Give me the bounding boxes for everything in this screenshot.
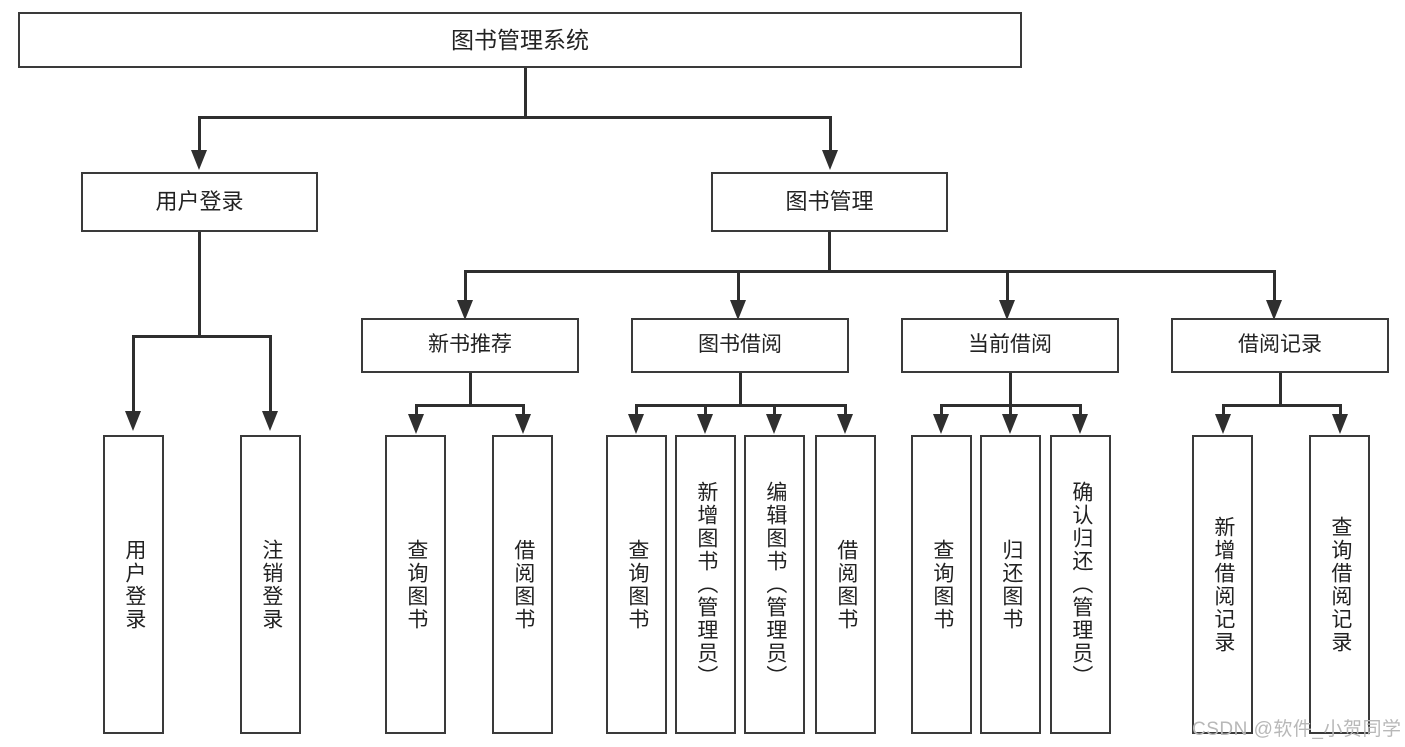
leaf-label: 编辑图书（管理员）	[763, 481, 787, 688]
leaf-label: 查询借阅记录	[1328, 515, 1352, 654]
arrow-user-login-to-leaf-2	[262, 411, 278, 431]
leaf-borrow-book[interactable]: 借阅图书	[815, 435, 876, 734]
leaf-user-login[interactable]: 用户登录	[103, 435, 164, 734]
leaf-query-book-borrow[interactable]: 查询图书	[606, 435, 667, 734]
arrow-borrow-record-to-leaf-1	[1215, 414, 1231, 434]
node-label: 当前借阅	[968, 333, 1052, 357]
arrow-bm-to-book-borrow	[730, 300, 746, 320]
edge-bm-to-borrow-record	[1273, 270, 1276, 302]
arrow-new-book-to-leaf-1	[408, 414, 424, 434]
edge-bm-to-current-borrow	[1006, 270, 1009, 302]
edge-book-management-stem	[828, 232, 831, 272]
edge-user-login-stem	[198, 232, 201, 337]
leaf-return-book[interactable]: 归还图书	[980, 435, 1041, 734]
arrow-book-borrow-to-leaf-4	[837, 414, 853, 434]
edge-root-stem	[524, 68, 527, 118]
edge-root-bus	[198, 116, 832, 119]
leaf-add-borrow-record[interactable]: 新增借阅记录	[1192, 435, 1253, 734]
edge-borrow-record-to-leaf-2	[1339, 404, 1342, 419]
node-book-management[interactable]: 图书管理	[711, 172, 948, 232]
leaf-label: 借阅图书	[834, 538, 858, 631]
edge-book-borrow-to-leaf-2	[704, 404, 707, 419]
arrow-root-to-user-login	[191, 150, 207, 170]
node-label: 借阅记录	[1238, 333, 1322, 357]
edge-user-login-to-leaf-2	[269, 335, 272, 413]
edge-book-borrow-bus	[635, 404, 847, 407]
leaf-query-book-current[interactable]: 查询图书	[911, 435, 972, 734]
node-label: 图书借阅	[698, 333, 782, 357]
leaf-label: 查询图书	[625, 538, 649, 631]
edge-current-borrow-to-leaf-3	[1079, 404, 1082, 419]
leaf-logout[interactable]: 注销登录	[240, 435, 301, 734]
node-label: 图书管理	[785, 189, 874, 215]
leaf-add-book-admin[interactable]: 新增图书（管理员）	[675, 435, 736, 734]
leaf-label: 查询图书	[930, 538, 954, 631]
arrow-current-borrow-to-leaf-1	[933, 414, 949, 434]
edge-user-login-bus	[132, 335, 272, 338]
edge-new-book-bus	[415, 404, 525, 407]
arrow-root-to-book-management	[822, 150, 838, 170]
leaf-borrow-book-recommend[interactable]: 借阅图书	[492, 435, 553, 734]
node-label: 图书管理系统	[451, 26, 589, 53]
arrow-bm-to-borrow-record	[1266, 300, 1282, 320]
csdn-watermark: CSDN @软件_小贺同学	[1192, 719, 1402, 740]
edge-book-borrow-to-leaf-3	[773, 404, 776, 419]
edge-root-to-user-login	[198, 116, 201, 152]
edge-current-borrow-stem	[1009, 373, 1012, 406]
leaf-label: 归还图书	[999, 538, 1023, 631]
arrow-user-login-to-leaf-1	[125, 411, 141, 431]
node-user-login[interactable]: 用户登录	[81, 172, 318, 232]
edge-borrow-record-stem	[1279, 373, 1282, 406]
arrow-bm-to-new-book	[457, 300, 473, 320]
edge-borrow-record-bus	[1222, 404, 1342, 407]
leaf-label: 新增借阅记录	[1211, 515, 1235, 654]
leaf-query-borrow-record[interactable]: 查询借阅记录	[1309, 435, 1370, 734]
arrow-book-borrow-to-leaf-3	[766, 414, 782, 434]
edge-new-book-to-leaf-1	[415, 404, 418, 419]
arrow-borrow-record-to-leaf-2	[1332, 414, 1348, 434]
arrow-bm-to-current-borrow	[999, 300, 1015, 320]
node-label: 用户登录	[155, 189, 244, 215]
node-label: 新书推荐	[428, 333, 512, 357]
arrow-book-borrow-to-leaf-2	[697, 414, 713, 434]
node-current-borrow[interactable]: 当前借阅	[901, 318, 1119, 373]
edge-new-book-stem	[469, 373, 472, 406]
node-new-book-recommend[interactable]: 新书推荐	[361, 318, 579, 373]
edge-borrow-record-to-leaf-1	[1222, 404, 1225, 419]
arrow-new-book-to-leaf-2	[515, 414, 531, 434]
leaf-label: 注销登录	[259, 538, 283, 631]
edge-bm-to-new-book	[464, 270, 467, 302]
arrow-current-borrow-to-leaf-3	[1072, 414, 1088, 434]
leaf-confirm-return-admin[interactable]: 确认归还（管理员）	[1050, 435, 1111, 734]
node-root-book-management-system[interactable]: 图书管理系统	[18, 12, 1022, 68]
edge-user-login-to-leaf-1	[132, 335, 135, 413]
arrow-current-borrow-to-leaf-2	[1002, 414, 1018, 434]
edge-current-borrow-to-leaf-1	[940, 404, 943, 419]
edge-new-book-to-leaf-2	[522, 404, 525, 419]
edge-book-borrow-to-leaf-4	[844, 404, 847, 419]
leaf-label: 确认归还（管理员）	[1069, 481, 1093, 688]
node-borrow-record[interactable]: 借阅记录	[1171, 318, 1389, 373]
leaf-edit-book-admin[interactable]: 编辑图书（管理员）	[744, 435, 805, 734]
edge-root-to-book-management	[829, 116, 832, 152]
leaf-label: 用户登录	[122, 538, 146, 631]
node-book-borrow[interactable]: 图书借阅	[631, 318, 849, 373]
arrow-book-borrow-to-leaf-1	[628, 414, 644, 434]
edge-book-borrow-stem	[739, 373, 742, 406]
edge-book-borrow-to-leaf-1	[635, 404, 638, 419]
leaf-label: 查询图书	[404, 538, 428, 631]
leaf-label: 借阅图书	[511, 538, 535, 631]
edge-bm-to-book-borrow	[737, 270, 740, 302]
leaf-query-book-recommend[interactable]: 查询图书	[385, 435, 446, 734]
edge-book-management-bus	[464, 270, 1276, 273]
edge-current-borrow-to-leaf-2	[1009, 404, 1012, 419]
leaf-label: 新增图书（管理员）	[694, 481, 718, 688]
